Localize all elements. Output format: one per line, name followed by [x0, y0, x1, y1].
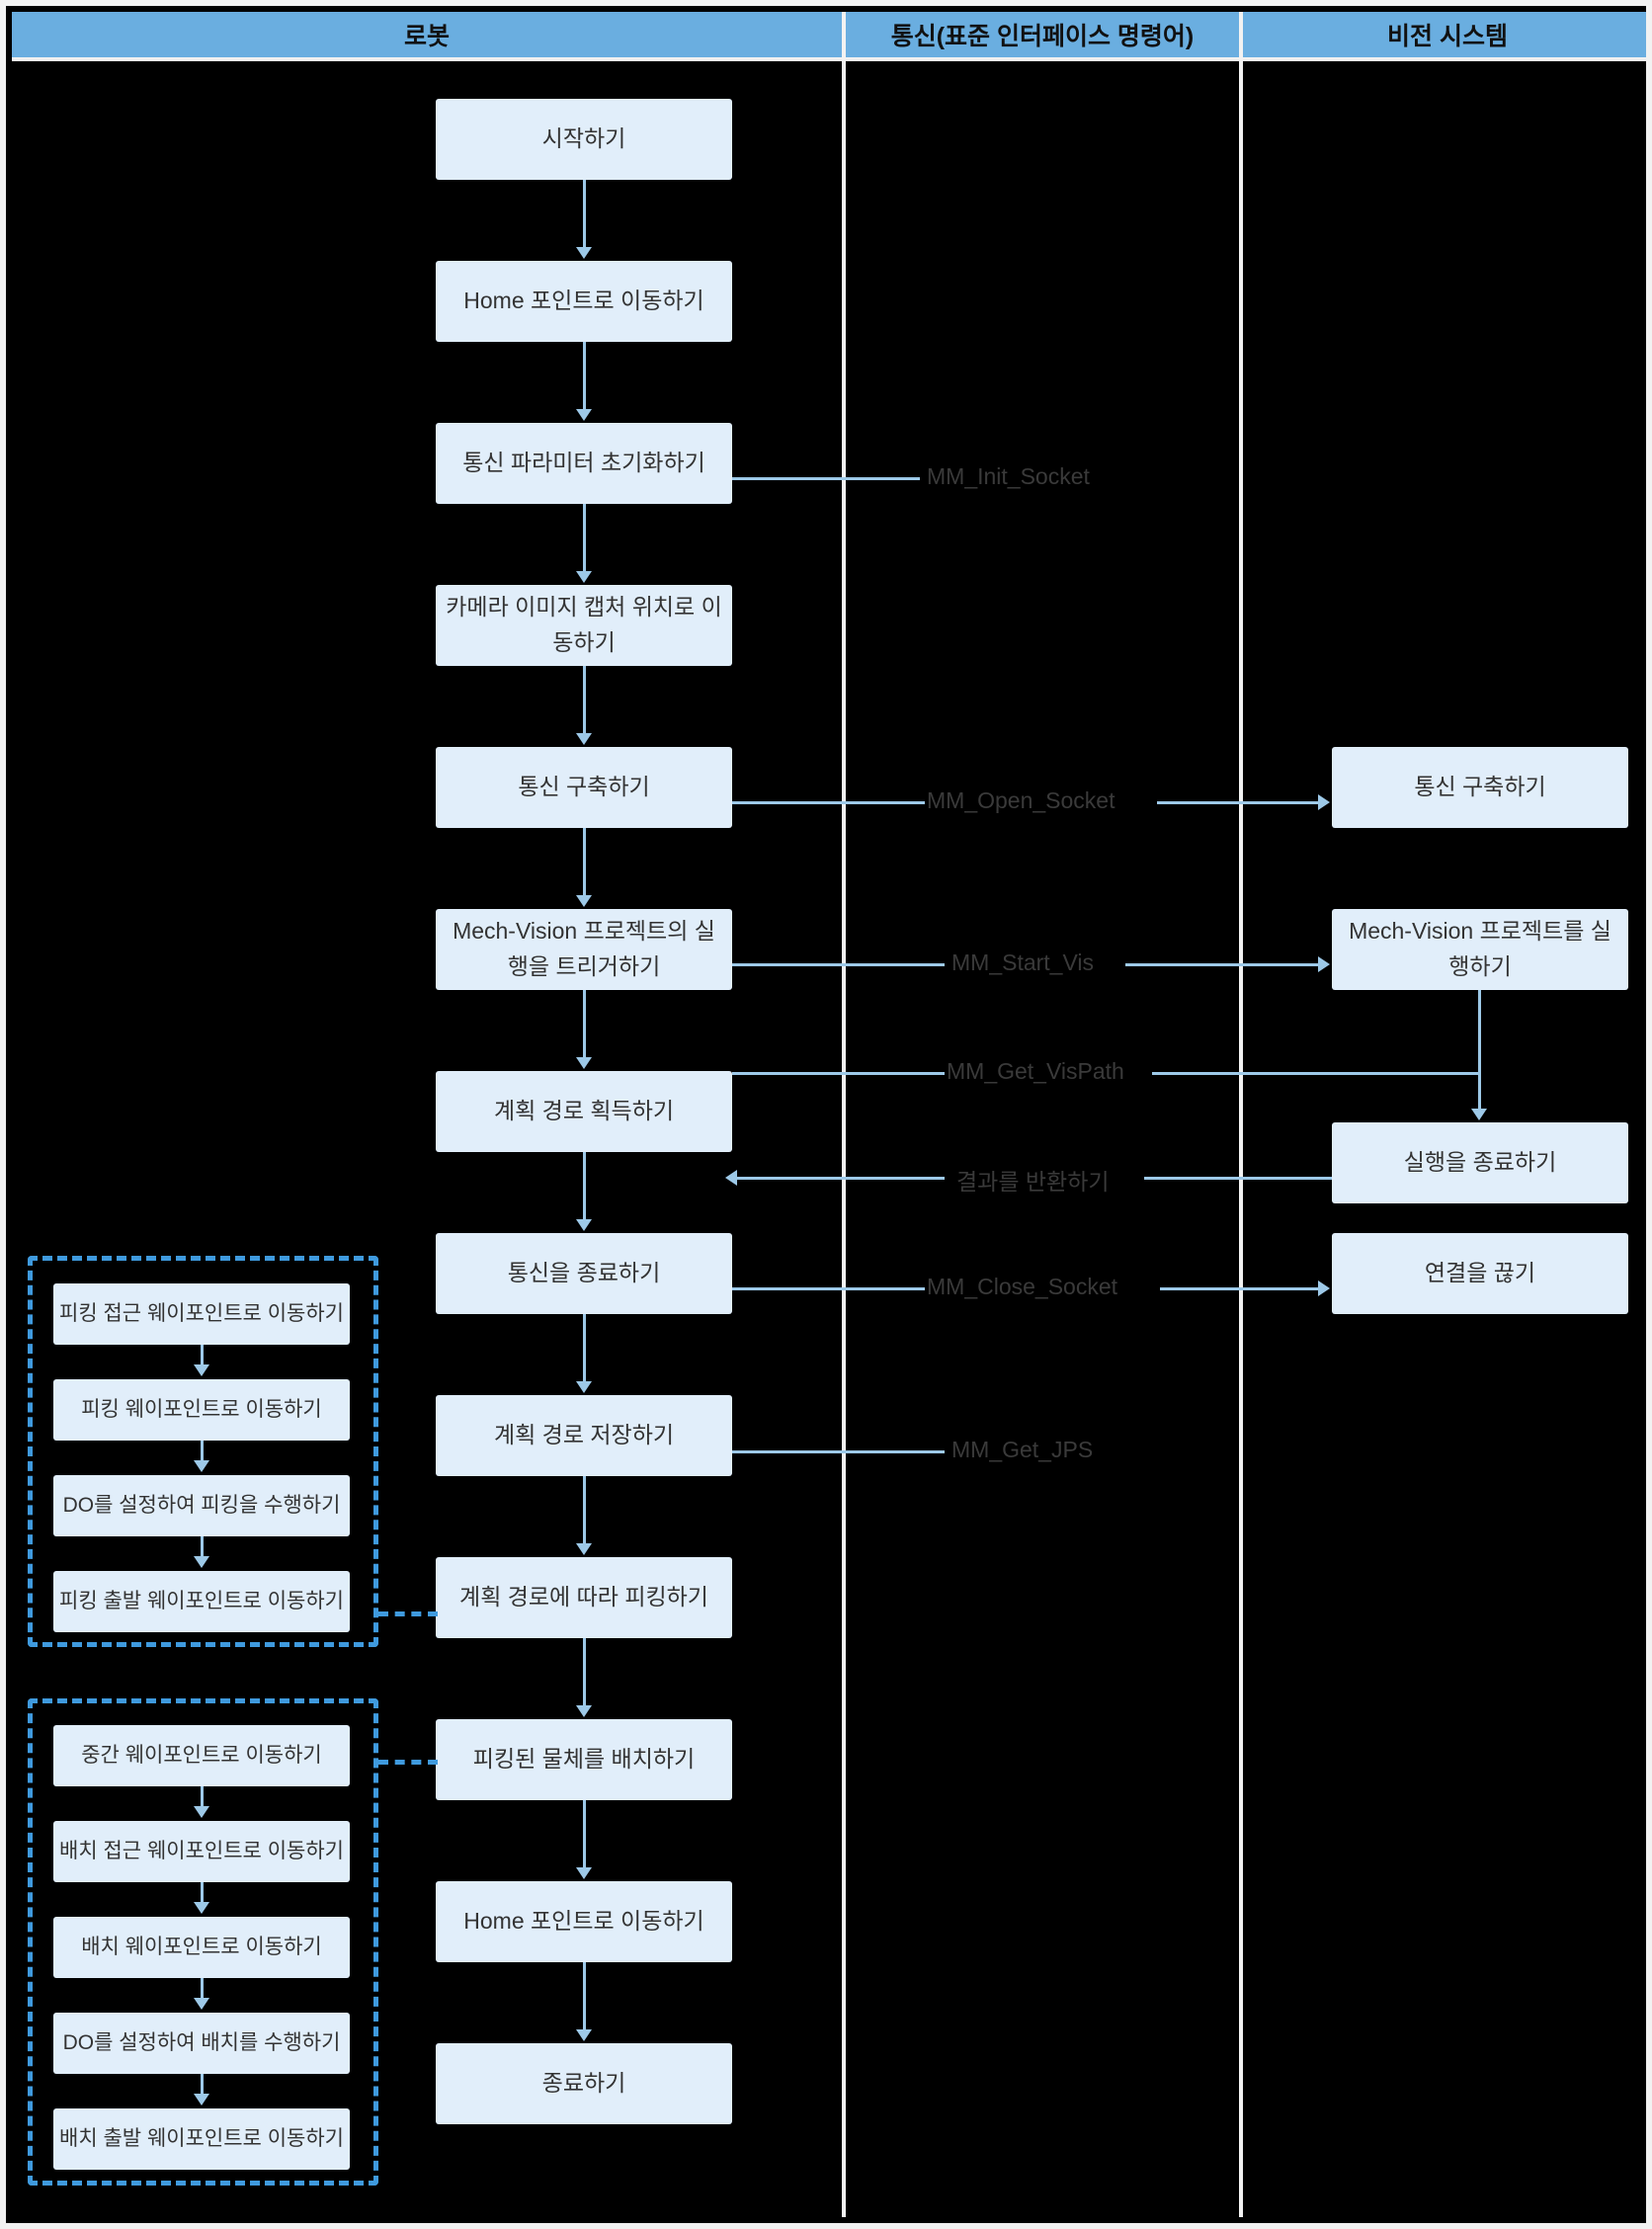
arrowhead-end	[576, 2029, 592, 2041]
arrowhead-pick-wp	[194, 1364, 209, 1376]
message-line-mm-start-vis-right	[1125, 963, 1320, 966]
connector-init-comm-to-capture-pos	[583, 504, 586, 573]
process-box-place-depart-wp[interactable]: 배치 출발 웨이포인트로 이동하기	[53, 2108, 350, 2170]
message-line-mm-init-socket	[732, 477, 920, 480]
arrowhead-open-comm	[576, 733, 592, 745]
process-box-move-capture-pos[interactable]: 카메라 이미지 캡처 위치로 이동하기	[436, 585, 732, 666]
connector-pick-approach-to-pick-wp	[201, 1345, 204, 1366]
arrowhead-move-capture-pos	[576, 571, 592, 583]
connector-vision-run-to-finish	[1478, 990, 1481, 1111]
message-line-mm-get-jps	[732, 1450, 945, 1453]
process-box-end[interactable]: 종료하기	[436, 2043, 732, 2124]
process-box-place-object[interactable]: 피킹된 물체를 배치하기	[436, 1719, 732, 1800]
message-line-mm-close-socket-left	[732, 1287, 925, 1290]
arrowhead-vision-finish-run	[1471, 1109, 1487, 1120]
arrowhead-place-do	[194, 1998, 209, 2010]
message-line-mm-start-vis-left	[732, 963, 945, 966]
process-box-vision-open-comm[interactable]: 통신 구축하기	[1332, 747, 1628, 828]
connector-get-plan-path-to-close-comm	[583, 1152, 586, 1221]
process-box-pick-do[interactable]: DO를 설정하여 피킹을 수행하기	[53, 1475, 350, 1536]
process-box-move-home-2[interactable]: Home 포인트로 이동하기	[436, 1881, 732, 1962]
message-label-mm-get-jps: MM_Get_JPS	[951, 1437, 1094, 1462]
connector-place-do-to-place-depart	[201, 2074, 204, 2096]
connector-save-plan-path-to-pick	[583, 1476, 586, 1545]
arrowhead-close-comm	[576, 1219, 592, 1231]
process-box-mid-wp[interactable]: 중간 웨이포인트로 이동하기	[53, 1725, 350, 1786]
message-label-mm-close-socket: MM_Close_Socket	[927, 1274, 1118, 1299]
dashed-link-picking-to-pick-along-path	[378, 1611, 438, 1616]
arrowhead-pick-along-path	[576, 1543, 592, 1555]
connector-move-home-2-to-end	[583, 1962, 586, 2031]
connector-capture-pos-to-open-comm	[583, 666, 586, 735]
arrowhead-return-result	[725, 1170, 737, 1186]
process-box-place-do[interactable]: DO를 설정하여 배치를 수행하기	[53, 2013, 350, 2074]
message-label-mm-start-vis: MM_Start_Vis	[951, 949, 1095, 975]
connector-place-wp-to-place-do	[201, 1978, 204, 2000]
lane-header-communication: 통신(표준 인터페이스 명령어)	[846, 12, 1243, 61]
arrowhead-init-comm-params	[576, 409, 592, 421]
process-box-vision-disconnect[interactable]: 연결을 끊기	[1332, 1233, 1628, 1314]
connector-pick-to-place-object	[583, 1638, 586, 1707]
process-box-place-wp[interactable]: 배치 웨이포인트로 이동하기	[53, 1917, 350, 1978]
arrowhead-vision-disconnect	[1318, 1280, 1330, 1296]
arrowhead-move-home-1	[576, 247, 592, 259]
process-box-pick-along-path[interactable]: 계획 경로에 따라 피킹하기	[436, 1557, 732, 1638]
arrowhead-place-approach-wp	[194, 1806, 209, 1818]
dashed-group-placing	[28, 1698, 378, 2186]
process-box-vision-finish-run[interactable]: 실행을 종료하기	[1332, 1122, 1628, 1203]
connector-close-comm-to-save-plan-path	[583, 1314, 586, 1383]
arrowhead-get-plan-path	[576, 1057, 592, 1069]
connector-start-to-move-home-1	[583, 180, 586, 249]
process-box-open-comm[interactable]: 통신 구축하기	[436, 747, 732, 828]
connector-mid-wp-to-place-approach	[201, 1786, 204, 1808]
message-line-return-result-left	[737, 1177, 945, 1180]
message-line-mm-get-vispath-left	[732, 1072, 945, 1075]
process-box-vision-run-project[interactable]: Mech-Vision 프로젝트를 실행하기	[1332, 909, 1628, 990]
message-line-mm-open-socket-left	[732, 801, 925, 804]
connector-place-object-to-move-home-2	[583, 1800, 586, 1869]
message-line-mm-close-socket-right	[1160, 1287, 1320, 1290]
arrowhead-place-depart-wp	[194, 2094, 209, 2105]
process-box-pick-depart-wp[interactable]: 피킹 출발 웨이포인트로 이동하기	[53, 1571, 350, 1632]
connector-trigger-vision-to-get-plan-path	[583, 990, 586, 1059]
lane-header-robot: 로봇	[12, 12, 846, 61]
arrowhead-save-plan-path	[576, 1381, 592, 1393]
arrowhead-pick-do	[194, 1460, 209, 1472]
lane-divider-robot-communication	[842, 61, 846, 2217]
process-box-pick-approach-wp[interactable]: 피킹 접근 웨이포인트로 이동하기	[53, 1283, 350, 1345]
connector-pick-wp-to-pick-do	[201, 1441, 204, 1462]
arrowhead-place-wp	[194, 1902, 209, 1914]
connector-place-approach-to-place-wp	[201, 1882, 204, 1904]
connector-open-comm-to-trigger-vision	[583, 828, 586, 897]
message-label-mm-get-vispath: MM_Get_VisPath	[947, 1058, 1124, 1084]
connector-move-home-1-to-init-comm	[583, 342, 586, 411]
process-box-init-comm-params[interactable]: 통신 파라미터 초기화하기	[436, 423, 732, 504]
process-box-save-plan-path[interactable]: 계획 경로 저장하기	[436, 1395, 732, 1476]
connector-pick-do-to-pick-depart	[201, 1536, 204, 1558]
lane-divider-communication-vision	[1239, 61, 1243, 2217]
message-line-mm-open-socket-right	[1157, 801, 1320, 804]
message-label-return-result: 결과를 반환하기	[956, 1169, 1110, 1195]
lane-header-vision: 비전 시스템	[1243, 12, 1646, 61]
arrowhead-trigger-vision	[576, 895, 592, 907]
process-box-pick-wp[interactable]: 피킹 웨이포인트로 이동하기	[53, 1379, 350, 1441]
arrowhead-vision-run-project	[1318, 956, 1330, 972]
message-label-mm-open-socket: MM_Open_Socket	[927, 787, 1115, 813]
message-line-mm-get-vispath-right	[1152, 1072, 1480, 1075]
message-label-mm-init-socket: MM_Init_Socket	[927, 463, 1090, 489]
arrowhead-vision-open-comm	[1318, 794, 1330, 810]
process-box-place-approach-wp[interactable]: 배치 접근 웨이포인트로 이동하기	[53, 1821, 350, 1882]
process-box-close-comm[interactable]: 통신을 종료하기	[436, 1233, 732, 1314]
process-box-start[interactable]: 시작하기	[436, 99, 732, 180]
process-box-move-home-1[interactable]: Home 포인트로 이동하기	[436, 261, 732, 342]
arrowhead-place-object	[576, 1705, 592, 1717]
process-box-trigger-vision[interactable]: Mech-Vision 프로젝트의 실행을 트리거하기	[436, 909, 732, 990]
message-line-return-result-right	[1144, 1177, 1332, 1180]
dashed-link-placing-to-place-object	[378, 1760, 438, 1765]
arrowhead-pick-depart-wp	[194, 1556, 209, 1568]
process-box-get-plan-path[interactable]: 계획 경로 획득하기	[436, 1071, 732, 1152]
arrowhead-move-home-2	[576, 1867, 592, 1879]
dashed-group-picking	[28, 1256, 378, 1647]
